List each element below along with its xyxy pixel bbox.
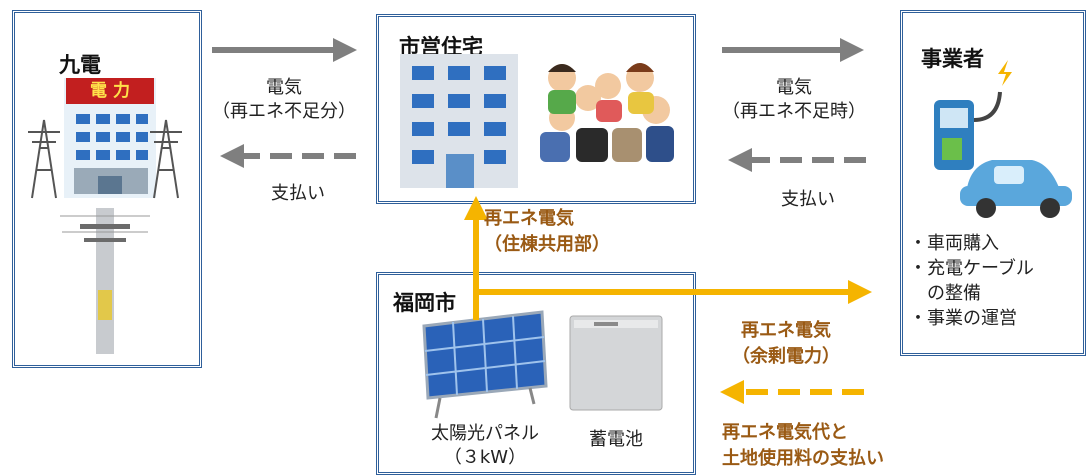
business-item-list: ・車両購入 ・充電ケーブル の整備 ・事業の運営 — [909, 231, 1034, 331]
power-company-icon — [64, 78, 156, 198]
utility-pole-icon — [60, 208, 150, 354]
fukuoka-title: 福岡市 — [393, 291, 456, 315]
ev-charger-icon — [934, 60, 1012, 170]
flow-renewable-surplus: 再エネ電気（余剰電力） — [732, 320, 840, 367]
flow-electricity-left: 電気（再エネ不足分） — [212, 77, 356, 122]
business-item: の整備 — [909, 283, 981, 304]
flow-renewable-common: 再エネ電気（住棟共用部） — [484, 208, 610, 255]
transmission-tower-icon — [28, 119, 182, 199]
kyuden-title: 九電 — [59, 53, 101, 77]
car-icon — [960, 160, 1072, 218]
solar-panel-label: 太陽光パネル（３kW） — [431, 423, 539, 468]
flow-renewable-payment: 再エネ電気代と土地使用料の支払い — [722, 422, 884, 469]
flow-payment-right: 支払い — [781, 189, 835, 210]
business-item: ・充電ケーブル — [909, 258, 1034, 279]
building-sign: 電 力 — [90, 81, 130, 101]
business-item: ・車両購入 — [909, 233, 999, 254]
flow-electricity-right: 電気（再エネ不足時） — [722, 77, 866, 122]
flow-payment-left: 支払い — [271, 183, 325, 204]
battery-storage-icon — [569, 315, 663, 411]
battery-label: 蓄電池 — [589, 429, 643, 450]
business-item: ・事業の運営 — [909, 308, 1017, 329]
solar-panel-icon — [422, 310, 548, 419]
business-title: 事業者 — [921, 47, 984, 71]
residents-group-icon — [540, 63, 674, 162]
apartment-building-icon — [400, 54, 518, 188]
